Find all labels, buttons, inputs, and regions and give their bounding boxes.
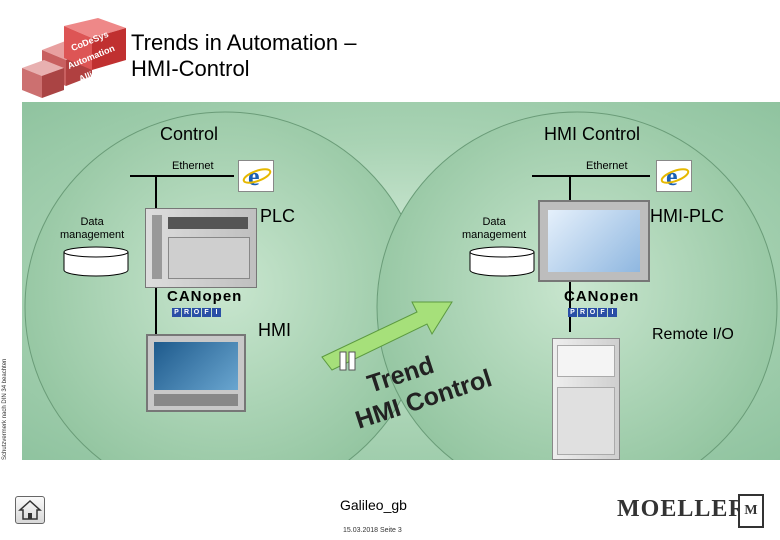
ie-icon: e <box>238 160 274 192</box>
protection-notice: Schutzvermerk nach DIN 34 beachten <box>2 358 8 460</box>
left-heading: Control <box>160 124 219 144</box>
footer-date: 15.03.2018 Seite 3 <box>343 527 402 534</box>
left-canopen-label: CANopen <box>167 288 243 305</box>
right-ethernet-label: Ethernet <box>586 160 628 172</box>
left-data-management-label: Data management <box>60 216 125 241</box>
page-title-line2: HMI-Control <box>131 56 250 81</box>
right-canopen-label: CANopen <box>564 288 640 305</box>
ie-icon: e <box>656 160 692 192</box>
moeller-brand: MOELLER <box>617 496 747 522</box>
diagram-panel: Control Ethernet e Data management PLC C… <box>22 102 780 460</box>
right-database-icon <box>468 246 536 283</box>
svg-text:e: e <box>248 162 260 191</box>
hmi-plc-device-image <box>538 200 650 282</box>
right-data-management-label: Data management <box>462 216 527 241</box>
page-title-line1: Trends in Automation – <box>131 30 357 55</box>
hmi-panel-image <box>146 334 246 412</box>
home-icon <box>18 499 42 520</box>
moeller-logo-icon: M <box>738 494 764 533</box>
svg-text:e: e <box>666 162 678 191</box>
page-title: Trends in Automation – HMI-Control <box>131 30 356 82</box>
remote-io-label: Remote I/O <box>652 326 734 343</box>
svg-text:M: M <box>744 503 757 518</box>
left-database-icon <box>62 246 130 283</box>
codesys-logo: CoDeSys Automation Alliance <box>18 16 130 102</box>
remote-io-image <box>552 338 620 460</box>
hmi-label: HMI <box>258 320 291 340</box>
footer-name: Galileo_gb <box>340 497 407 513</box>
home-button[interactable] <box>15 496 45 524</box>
right-heading: HMI Control <box>544 124 641 144</box>
plc-label: PLC <box>260 206 296 226</box>
left-ethernet-label: Ethernet <box>172 160 214 172</box>
hmi-plc-label: HMI-PLC <box>650 206 725 226</box>
plc-device-image <box>145 208 257 288</box>
